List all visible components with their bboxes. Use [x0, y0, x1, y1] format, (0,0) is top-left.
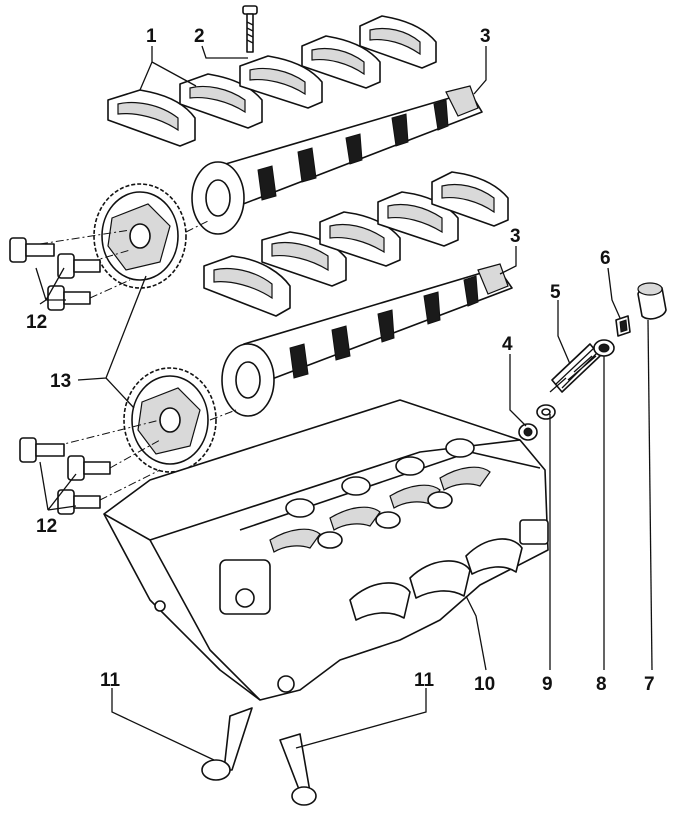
callout-12-lower: 12	[36, 516, 57, 537]
valve-stem-seal	[518, 423, 538, 441]
lower-bearing-caps	[203, 171, 509, 317]
callout-1: 1	[146, 26, 157, 47]
valve-collets	[615, 315, 631, 337]
callout-11-left: 11	[100, 670, 121, 691]
callout-12-upper: 12	[26, 312, 47, 333]
bolt	[57, 489, 101, 515]
sprocket-bolts-upper	[9, 237, 101, 311]
upper-sprocket	[93, 183, 187, 289]
valve-right	[279, 733, 317, 806]
hydraulic-lifter	[637, 282, 667, 320]
bolt	[19, 437, 65, 463]
cylinder-head	[103, 399, 549, 701]
callout-7: 7	[644, 674, 655, 695]
bearing-cap	[431, 171, 509, 227]
callout-13: 13	[50, 371, 71, 392]
cap-bolt	[242, 5, 258, 53]
bearing-cap	[301, 35, 381, 89]
bearing-cap	[203, 255, 291, 317]
sprocket-bolts-lower	[19, 437, 111, 515]
bolt	[47, 285, 91, 311]
bolt	[57, 253, 101, 279]
callout-3-lower: 3	[510, 226, 521, 247]
lower-spring-seat	[536, 404, 556, 420]
upper-camshaft	[191, 85, 483, 235]
callout-6: 6	[600, 248, 611, 269]
bolt	[67, 455, 111, 481]
valve-spring	[549, 343, 601, 393]
callout-10: 10	[474, 674, 495, 695]
lower-sprocket	[123, 367, 217, 473]
bearing-cap	[359, 15, 437, 69]
upper-spring-retainer	[593, 339, 615, 357]
callout-11-right: 11	[414, 670, 435, 691]
callout-9: 9	[542, 674, 553, 695]
upper-bearing-caps	[107, 15, 437, 147]
callout-3-upper: 3	[480, 26, 491, 47]
callout-8: 8	[596, 674, 607, 695]
callout-labels: 1 2 3 3 4 5 6 7 8 9 10 11 11 12 12 13	[26, 26, 655, 695]
bearing-cap	[239, 55, 323, 109]
valve-left	[201, 707, 253, 781]
leader-lines	[35, 45, 653, 761]
lower-camshaft	[221, 263, 513, 417]
bolt	[9, 237, 55, 263]
callout-4: 4	[502, 334, 513, 355]
callout-2: 2	[194, 26, 205, 47]
callout-5: 5	[550, 282, 561, 303]
